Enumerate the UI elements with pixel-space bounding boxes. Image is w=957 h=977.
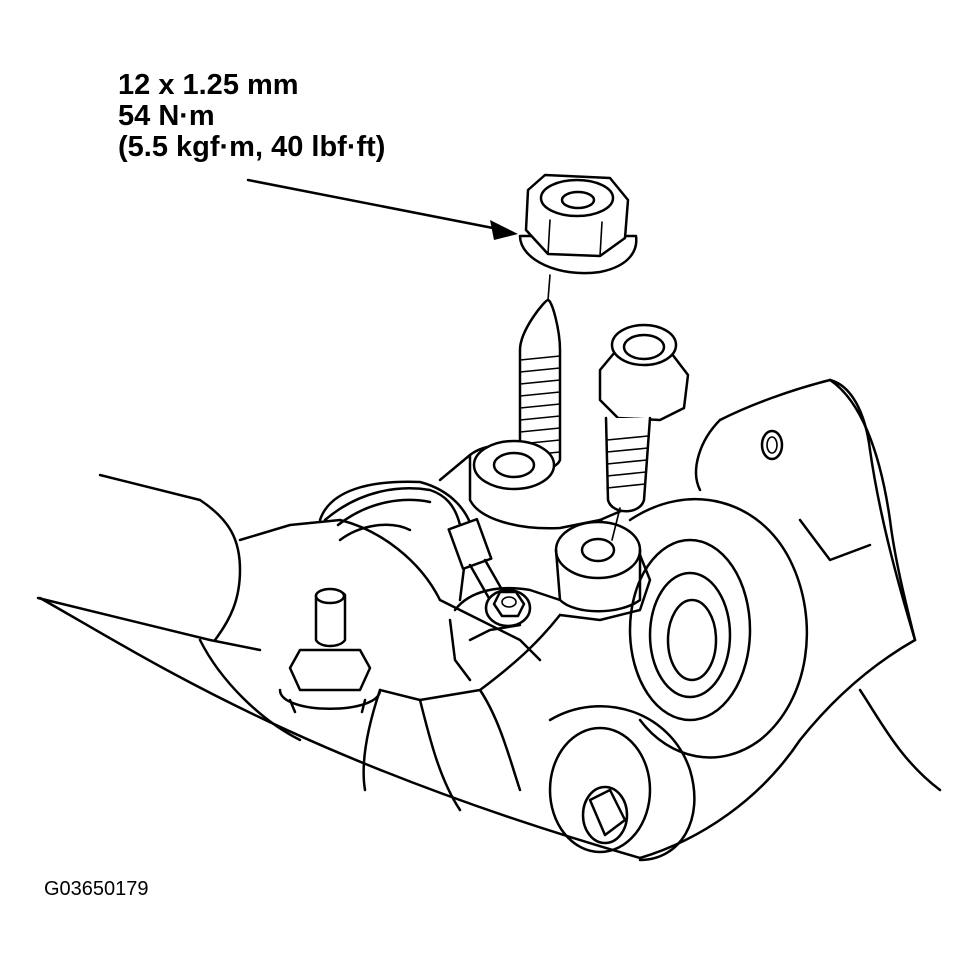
guide-bolt-boss — [554, 520, 642, 613]
torque-alt-label: (5.5 kgf·m, 40 lbf·ft) — [118, 131, 386, 163]
thread-size-label: 12 x 1.25 mm — [118, 69, 299, 101]
bleeder-screw — [278, 587, 382, 714]
caliper-body — [98, 444, 652, 812]
knuckle-body — [36, 378, 942, 860]
leader-arrow — [246, 178, 518, 240]
torque-specification: 12 x 1.25 mm 54 N·m (5.5 kgf·m, 40 lbf·f… — [118, 70, 385, 163]
flange-nut — [518, 173, 638, 275]
hub-assembly — [548, 498, 809, 862]
torque-nm-label: 54 N·m — [118, 100, 215, 132]
brake-hose — [323, 487, 532, 628]
guide-bolt — [598, 323, 690, 541]
figure-id: G03650179 — [44, 878, 149, 900]
mounting-stud — [472, 274, 562, 491]
